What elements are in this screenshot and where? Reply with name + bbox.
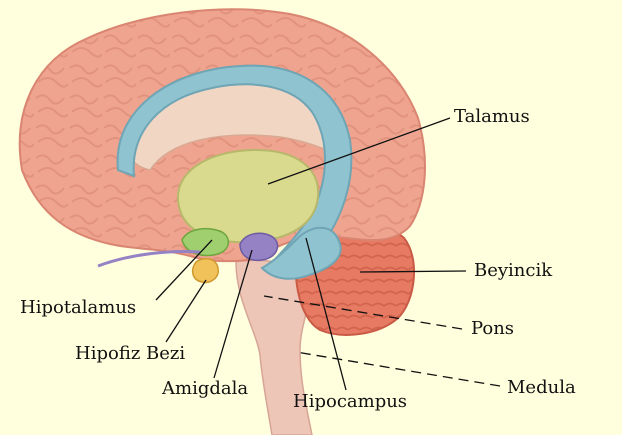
label-hipofiz-bezi: Hipofiz Bezi [75,345,185,363]
leader-medula [296,352,500,386]
label-hipotalamus: Hipotalamus [20,299,136,317]
label-amigdala: Amigdala [162,380,248,398]
label-talamus: Talamus [454,108,530,126]
label-pons: Pons [471,320,514,338]
pituitary-shape [193,259,219,283]
label-beyincik: Beyincik [474,262,552,280]
thalamus-shape [178,150,318,242]
label-medula: Medula [507,379,576,397]
amygdala-shape [240,233,278,260]
label-hipocampus: Hipocampus [293,393,407,411]
leader-hipofiz [166,280,206,342]
